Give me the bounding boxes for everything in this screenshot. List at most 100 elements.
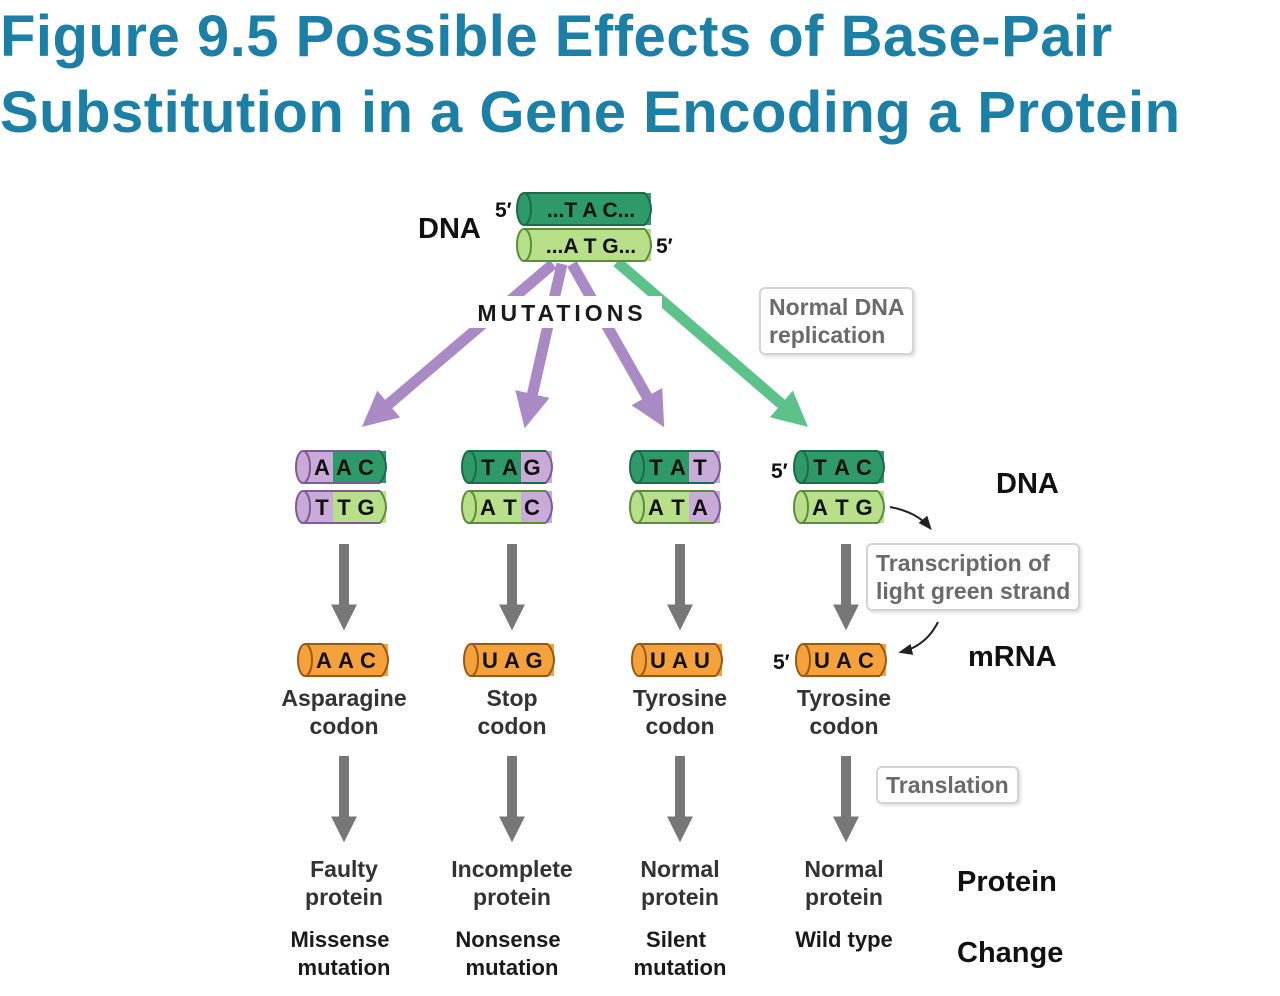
col3-codon-line2: codon [645,713,715,739]
col2-codon-line2: codon [477,713,547,739]
mutations-label: MUTATIONS [477,300,646,326]
col4-dna-bottom-strand-base-3: G [855,495,872,520]
top-dna-strand-top: ...T A C... [516,192,652,226]
col2-codon-label: Stop codon [432,684,592,740]
col3-protein-line1: Normal [640,856,720,882]
col3-mrna-codon-base-1: U [650,648,666,673]
col3-change-label: Silent mutation [596,926,756,982]
col4-dna-bottom-strand-base-1: A [812,495,828,520]
top-dna-strand-bottom-cylinder-sequence: ...A T G... [546,235,636,258]
col4-dna-top-strand-base-2: A [834,455,850,480]
col2-dna-bottom-strand-base-2: T [503,495,517,520]
col1-mrna-codon-base-1: A [316,648,332,673]
col2-mrna-codon-base-2: A [504,648,520,673]
col2-protein-label: Incomplete protein [432,855,592,911]
row-label-mrna: mRNA [968,641,1057,673]
col4-dna-five-prime: 5′ [771,460,788,483]
col2-protein-line1: Incomplete [451,856,573,882]
note-transcription-line2: light green strand [876,578,1071,604]
col1-protein-line2: protein [305,884,383,910]
col4-change-label: Wild type [764,926,924,954]
top-dna-strand-bottom-cylinder: ...A T G... [516,228,652,262]
top-dna-five-prime-bottom: 5′ [656,235,673,258]
col4-dna-top-strand-base-1: T [813,455,827,480]
note-transcription: Transcription of light green strand [866,543,1081,611]
col2-dna-top-strand-base-1: T [481,455,495,480]
col3-codon-line1: Tyrosine [632,685,728,711]
mutation-arrow-nonsense [515,262,568,429]
col3-protein-label: Normal protein [600,855,760,911]
col4-protein-label: Normal protein [764,855,924,911]
col4-protein-line2: protein [805,884,883,910]
col2-mrna-codon-base-1: U [482,648,498,673]
mutation-arrow-silent [567,261,665,428]
top-dna-label: DNA [418,213,481,245]
col2-mrna-codon-base-3: G [525,648,542,673]
col4-codon-label: Tyrosine codon [764,684,924,740]
col4-mrna-five-prime: 5′ [773,651,790,674]
mutation-arrow-missense [361,259,557,427]
col1-mrna-codon-base-2: A [338,648,354,673]
note-replication-line2: replication [769,322,886,348]
col3-change-line1: Silent [646,927,706,952]
col3-dna-bottom-strand-base-3: A [692,495,708,520]
col1-change-line2: mutation [297,955,391,980]
col4-codon-line2: codon [809,713,879,739]
col1-change-label: Missense mutation [260,926,420,982]
col2-codon-line1: Stop [486,685,538,711]
col2-dna-top-strand-base-2: A [502,455,518,480]
col4-protein-line1: Normal [804,856,884,882]
col3-change-line2: mutation [633,955,727,980]
top-dna-strand-bottom: ...A T G... [516,228,652,262]
note-normal-dna-replication: Normal DNA replication [759,287,915,355]
col1-dna-bottom-strand-base-2: T [337,495,351,520]
figure-title-line-1: Figure 9.5 Possible Effects of Base-Pair [0,4,1113,69]
col2-change-label: Nonsense mutation [428,926,588,982]
col1-protein-label: Faulty protein [264,855,424,911]
col4-mrna-codon-base-2: A [836,648,852,673]
top-dna-five-prime-top: 5′ [495,199,512,222]
col3-codon-label: Tyrosine codon [600,684,760,740]
col3-dna-top-strand-base-3: T [693,455,707,480]
top-dna: ...T A C... ...A T G... DNA 5′ 5′ [418,192,673,262]
col1-dna-bottom-strand-base-1: T [315,495,329,520]
col3-mrna-codon-base-3: U [694,648,710,673]
col1-dna-top-strand-base-2: A [336,455,352,480]
note-transcription-line1: Transcription of [876,550,1050,576]
transcription-curve-arrow-out [889,506,932,531]
col1-dna-top-strand-base-1: A [314,455,330,480]
transcription-curve-arrow-in [898,621,939,655]
figure-title-line-2: Substitution in a Gene Encoding a Protei… [0,80,1181,145]
row-label-dna: DNA [996,468,1059,500]
col1-protein-line1: Faulty [310,856,378,882]
col1-mrna-codon-base-3: C [360,648,376,673]
col1-codon-label: Asparagine codon [264,684,424,740]
col4-mrna-codon-base-1: U [814,648,830,673]
col3-dna-top-strand-base-1: T [649,455,663,480]
col4-dna-bottom-strand-base-2: T [835,495,849,520]
col3-protein-line2: protein [641,884,719,910]
top-dna-strand-top-cylinder-sequence: ...T A C... [547,199,635,222]
col2-dna-bottom-strand-base-3: C [524,495,540,520]
flow-arrows [331,544,859,843]
row-label-change: Change [957,937,1064,969]
col2-change-line1: Nonsense [455,927,561,952]
col1-codon-line1: Asparagine [281,685,407,711]
col4-mrna-codon-base-3: C [858,648,874,673]
mutation-arrows [361,259,665,429]
col1-codon-line2: codon [309,713,379,739]
top-dna-strand-top-cylinder: ...T A C... [516,192,652,226]
row-label-protein: Protein [957,866,1057,898]
col4-change-line1: Wild type [795,927,893,952]
